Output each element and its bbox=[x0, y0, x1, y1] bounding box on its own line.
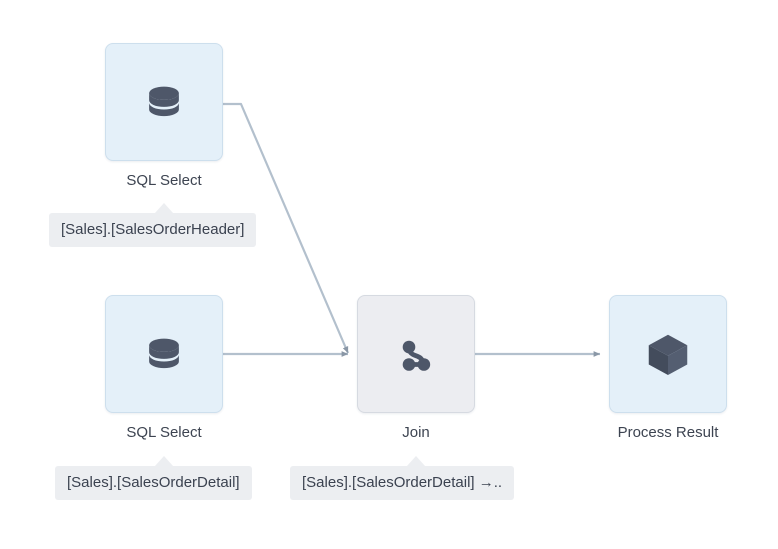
tooltip-sales-order-header: [Sales].[SalesOrderHeader] bbox=[49, 213, 257, 247]
database-icon bbox=[149, 338, 179, 371]
node-join[interactable] bbox=[357, 295, 475, 413]
cube-icon bbox=[648, 334, 688, 375]
database-icon bbox=[149, 86, 179, 119]
tooltip-pointer-join-expression bbox=[407, 456, 425, 466]
tooltip-pointer-sales-order-detail bbox=[155, 456, 173, 466]
node-label-sql-select-detail: SQL Select bbox=[126, 424, 202, 441]
node-label-sql-select-header: SQL Select bbox=[126, 172, 202, 189]
join-graph-icon bbox=[402, 340, 431, 371]
node-label-process-result: Process Result bbox=[617, 424, 719, 441]
node-sql-select-header[interactable] bbox=[105, 43, 223, 161]
tooltip-pointer-sales-order-header bbox=[155, 203, 173, 213]
tooltip-sales-order-detail: [Sales].[SalesOrderDetail] bbox=[55, 466, 252, 500]
tooltip-join-expression: [Sales].[SalesOrderDetail] →.. bbox=[290, 466, 515, 500]
node-sql-select-detail[interactable] bbox=[105, 295, 223, 413]
node-process-result[interactable] bbox=[609, 295, 727, 413]
node-label-join: Join bbox=[402, 424, 430, 441]
